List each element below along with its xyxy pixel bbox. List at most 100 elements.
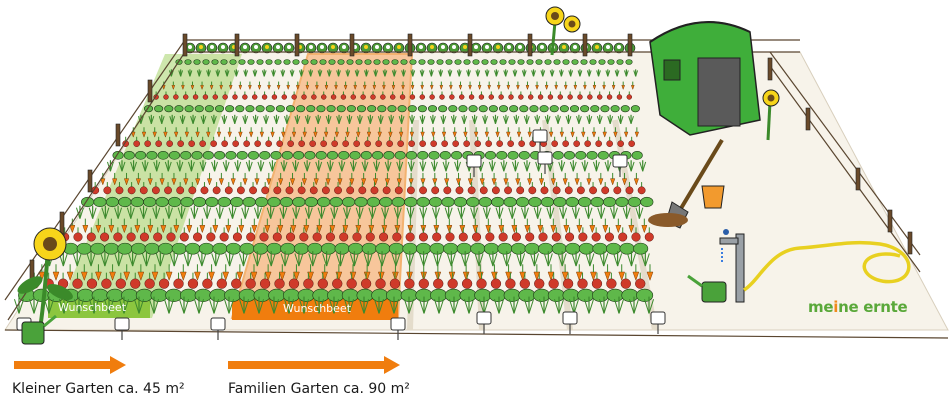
plant-icon [225, 218, 232, 234]
plant-icon [356, 127, 361, 138]
plant-icon [238, 127, 243, 138]
plant-icon [146, 151, 158, 160]
plant-icon [429, 69, 434, 77]
plant-icon [346, 114, 353, 124]
plant-icon [219, 81, 223, 91]
plant-icon [618, 227, 628, 242]
plant-icon [628, 114, 634, 124]
plant-icon [485, 227, 495, 242]
plant-icon [281, 151, 293, 160]
bed-sign [650, 311, 666, 334]
plant-icon [205, 196, 219, 208]
plant-icon [279, 196, 293, 208]
flower-icon [415, 42, 427, 54]
plant-icon [443, 242, 459, 255]
plant-icon [134, 218, 141, 234]
plant-icon [177, 136, 184, 147]
plant-icon [520, 205, 529, 219]
plant-icon [606, 272, 617, 289]
plant-icon [118, 160, 126, 172]
plant-icon [222, 264, 230, 282]
plant-icon [587, 91, 593, 100]
plant-icon [500, 160, 508, 172]
plant-icon [118, 296, 130, 314]
plant-icon [361, 172, 367, 186]
plant-icon [281, 127, 286, 138]
plant-icon [418, 59, 426, 65]
plant-icon [559, 69, 564, 77]
plant-icon [95, 218, 102, 234]
plant-icon [450, 114, 457, 124]
plant-icon [581, 127, 586, 138]
plant-icon [234, 160, 242, 172]
plant-icon [355, 59, 363, 65]
plant-icon [382, 81, 386, 91]
plant-icon [519, 272, 530, 289]
plant-icon [609, 205, 618, 219]
plant-icon [270, 151, 282, 160]
plant-icon [313, 172, 319, 186]
plant-icon [382, 182, 391, 195]
plant-icon [580, 59, 588, 65]
plant-icon [457, 205, 466, 219]
plant-icon [503, 196, 517, 208]
plant-icon [431, 205, 440, 219]
plant-icon [483, 242, 499, 255]
plant-icon [173, 91, 179, 100]
plant-icon [32, 288, 50, 302]
plant-icon [212, 91, 218, 100]
plant-icon [461, 114, 468, 124]
plant-icon [95, 264, 102, 282]
plant-icon [503, 172, 509, 186]
plant-icon [242, 114, 249, 124]
plant-icon [471, 114, 478, 124]
plant-icon [491, 172, 497, 186]
plant-icon [546, 205, 555, 219]
plant-icon [261, 91, 268, 100]
plant-icon [139, 227, 149, 242]
plant-icon [614, 69, 620, 77]
plant-icon [272, 227, 282, 242]
plant-icon [224, 69, 230, 77]
plant-icon [418, 227, 428, 242]
plant-icon [418, 272, 429, 289]
plant-icon [82, 218, 89, 234]
plant-icon [420, 81, 424, 91]
plant-icon [331, 136, 338, 147]
plant-icon [202, 272, 213, 289]
plant-icon [312, 288, 330, 302]
plant-icon [270, 127, 275, 138]
plant-icon [591, 127, 597, 138]
plant-icon [183, 251, 193, 267]
plant-icon [467, 182, 476, 195]
plant-icon [228, 81, 233, 91]
plant-icon [259, 272, 271, 289]
plant-icon [445, 227, 455, 242]
plant-icon [604, 227, 614, 242]
plant-icon [565, 114, 572, 124]
plant-icon [193, 296, 205, 314]
plant-icon [466, 196, 480, 208]
plant-icon [523, 160, 531, 172]
plant-icon [168, 151, 181, 160]
plant-icon [585, 251, 595, 267]
plant-icon [429, 81, 434, 91]
plant-icon [362, 81, 367, 91]
plant-icon [506, 127, 511, 138]
plant-icon [238, 59, 246, 65]
plant-icon [163, 91, 169, 100]
plant-icon [478, 105, 488, 113]
plant-icon [214, 105, 225, 113]
plant-icon [382, 69, 388, 77]
plant-icon [591, 272, 603, 289]
plant-icon [268, 288, 286, 302]
plant-icon [454, 59, 462, 65]
plant-icon [517, 59, 525, 65]
plant-icon [73, 296, 85, 314]
plant-icon [606, 242, 622, 255]
plant-icon [518, 151, 530, 160]
plant-icon [466, 69, 471, 77]
plant-icon [610, 172, 616, 186]
plant-icon [503, 69, 509, 77]
plant-icon [565, 196, 579, 208]
